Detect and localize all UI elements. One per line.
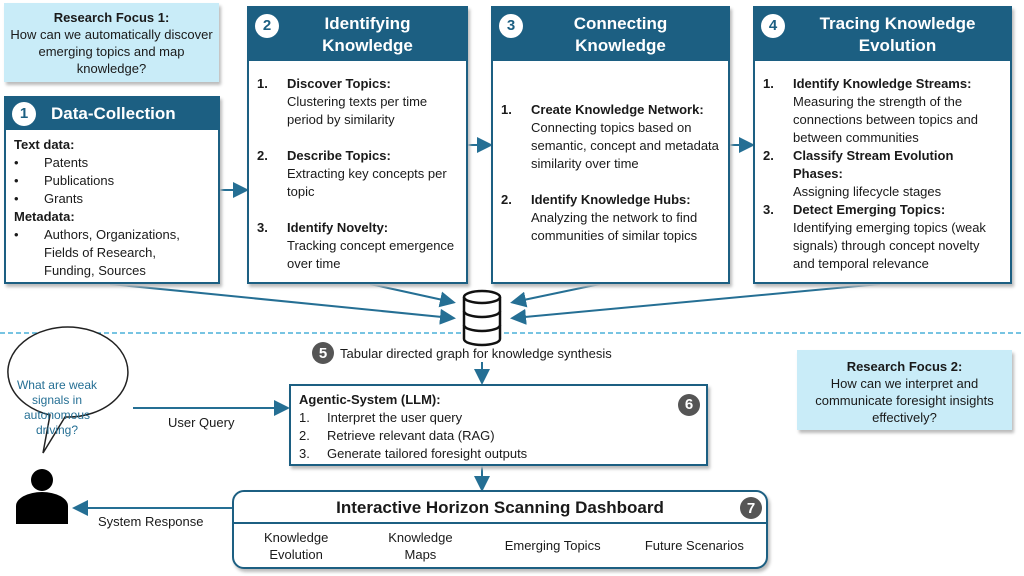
dashboard-box: Interactive Horizon Scanning Dashboard 7… [232,490,768,569]
item-desc: Analyzing the network to find communitie… [531,210,698,243]
user-query-label: User Query [168,415,235,430]
dashboard-item[interactable]: Emerging Topics [504,538,601,553]
item-title: Create Knowledge Network: [531,102,704,117]
item-title: Classify Stream Evolution Phases: [793,148,954,181]
list-item: Publications [44,173,115,188]
item-text: Interpret the user query [327,410,463,425]
dashboard-item[interactable]: Knowledge Evolution [263,529,329,562]
dashboard-item[interactable]: Future Scenarios [644,538,744,553]
step-identifying-knowledge: 2 Identifying Knowledge 1. Discover Topics… [247,6,468,284]
database-icon [462,289,502,347]
item-desc: Tracking concept emergence over time [287,238,455,271]
focus2-text: How can we interpret and communicate for… [815,376,994,425]
item-number: 1. [299,410,310,425]
system-response-label: System Response [98,514,204,529]
focus2-title: Research Focus 2: [846,359,963,374]
step-title: Data-Collection [51,104,176,123]
step-number: 7 [740,497,762,519]
step-number: 5 [312,342,334,364]
item-text: Retrieve relevant data (RAG) [327,428,495,443]
step-title: Identifying Knowledge [322,13,413,55]
dashboard-title: Interactive Horizon Scanning Dashboard [234,492,766,524]
step-5-label: 5 Tabular directed graph for knowledge s… [312,342,612,364]
item-desc: Identifying emerging topics (weak signal… [793,220,986,271]
list-item: Patents [44,155,89,170]
research-focus-2: Research Focus 2: How can we interpret a… [797,350,1012,430]
user-question: What are weak signals in autonomous driv… [16,378,98,437]
step-title: Tracing Knowledge Evolution [819,13,976,55]
item-title: Discover Topics: [287,76,391,91]
label: Text data: [14,137,75,152]
item-number: 3. [299,446,310,461]
person-icon [16,469,68,524]
item-number: 3. [763,202,774,217]
step-connecting-knowledge: 3 Connecting Knowledge 1. Create Knowledge… [491,6,730,284]
focus1-text: How can we automatically discover emergi… [10,27,213,76]
step-tracing-evolution: 4 Tracing Knowledge Evolution 1. Identify … [753,6,1012,284]
step-number: 2 [255,14,279,38]
item-number: 2. [501,192,512,207]
item-title: Identify Knowledge Streams: [793,76,972,91]
item-number: 1. [257,76,268,91]
item-desc: Connecting topics based on semantic, con… [531,120,719,171]
item-desc: Extracting key concepts per topic [287,166,447,199]
item-title: Detect Emerging Topics: [793,202,946,217]
step-number: 4 [761,14,785,38]
label: Metadata: [14,209,75,224]
item-desc: Clustering texts per time period by simi… [287,94,428,127]
graph-label: Tabular directed graph for knowledge syn… [340,345,612,361]
agentic-system-box: Agentic-System (LLM): 1. Interpret the us… [289,384,708,466]
item-number: 3. [257,220,268,235]
item-number: 2. [299,428,310,443]
research-focus-1: Research Focus 1: How can we automatical… [4,3,219,82]
agent-title: Agentic-System (LLM): [299,392,441,407]
item-title: Describe Topics: [287,148,391,163]
step-title: Connecting Knowledge [573,13,668,55]
focus1-title: Research Focus 1: [53,10,170,25]
item-title: Identify Knowledge Hubs: [531,192,691,207]
item-desc: Measuring the strength of the connection… [793,94,979,145]
list-item: Grants [44,191,84,206]
step-number: 6 [678,394,700,416]
item-text: Generate tailored foresight outputs [327,446,528,461]
item-title: Identify Novelty: [287,220,389,235]
item-number: 1. [501,102,512,117]
step-number: 1 [12,102,36,126]
item-desc: Assigning lifecycle stages [793,184,942,199]
dashboard-item[interactable]: Knowledge Maps [388,529,453,562]
step-number: 3 [499,14,523,38]
speech-bubble-icon [7,326,129,454]
list-item: Authors, Organizations, Fields of Resear… [44,227,180,278]
item-number: 2. [257,148,268,163]
item-number: 1. [763,76,774,91]
item-number: 2. [763,148,774,163]
